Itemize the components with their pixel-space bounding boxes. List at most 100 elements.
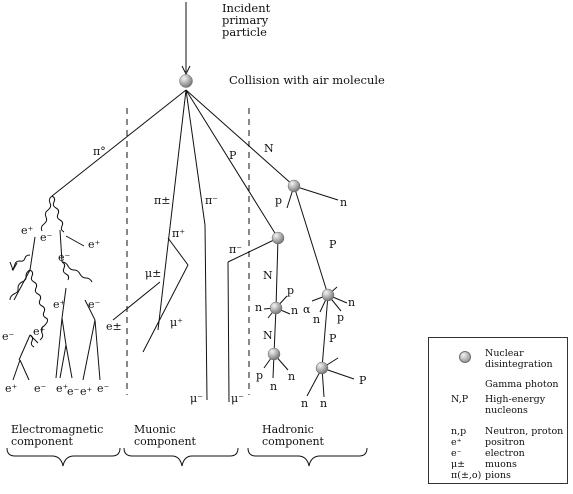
legend-muon-symbol: μ± — [451, 459, 466, 470]
mu-pm-label: μ± — [145, 267, 162, 280]
muonic-title: Muonic — [134, 423, 176, 436]
gamma-arrow-tip — [9, 261, 18, 272]
electromagnetic-title: Electromagnetic — [11, 423, 104, 436]
em-track — [61, 317, 67, 346]
P-label-3: P — [329, 332, 337, 345]
alpha-label: α — [303, 303, 311, 316]
em-track — [94, 319, 101, 381]
em-track — [19, 359, 30, 381]
em-track — [59, 229, 63, 263]
gamma-photon — [29, 334, 35, 348]
gamma-photon — [40, 195, 53, 232]
P-label-2: P — [329, 238, 337, 251]
em-track — [65, 235, 85, 247]
brace-hadronic — [247, 447, 368, 467]
em-track — [84, 299, 96, 321]
nuclear-disintegration — [269, 301, 283, 315]
proton-P-track — [185, 89, 279, 239]
pi-plus-track — [167, 237, 189, 266]
incident-arrowhead — [181, 65, 191, 76]
pi-pm-label: π± — [154, 194, 171, 207]
legend-pion-symbol: π(±,o) — [451, 470, 482, 481]
em-track — [13, 269, 31, 301]
e-minus-label-3: e⁻ — [88, 298, 101, 311]
incident-label-2: primary — [222, 13, 269, 27]
mu-minus-label-2: μ⁻ — [231, 392, 244, 405]
P2-track — [293, 185, 329, 296]
e-plus-label-6: e⁺ — [56, 382, 69, 395]
n-label-8: n — [301, 397, 309, 410]
gamma-photon — [61, 261, 70, 281]
p-label-4: p — [256, 369, 264, 382]
e-plus-label-1: e⁺ — [21, 224, 34, 237]
p-label-2: p — [287, 284, 295, 297]
em-track — [55, 317, 63, 379]
e-plus-label-7: e⁺ — [80, 385, 93, 398]
n-label-1: n — [340, 196, 348, 209]
nuclear-disintegration — [315, 361, 329, 375]
P-label-4: P — [359, 374, 367, 387]
electromagnetic-subtitle: component — [11, 435, 73, 448]
pion-pm-track — [157, 89, 187, 331]
legend-electron-label: electron — [485, 448, 525, 459]
n-label-3: n — [291, 304, 299, 317]
legend-np-small-symbol: n,p — [451, 426, 467, 437]
N3-track — [273, 307, 277, 355]
pi-minus-hadronic — [227, 237, 279, 263]
mu-pm-decay — [112, 281, 161, 321]
nuclear-disintegration — [287, 179, 301, 193]
pi0-label: π° — [93, 145, 106, 158]
em-track — [59, 344, 67, 379]
p-label-1: p — [275, 194, 283, 207]
e-minus-label-1: e⁻ — [40, 231, 53, 244]
pi-plus-label: π⁺ — [172, 227, 186, 240]
legend-nuclear-line1: Nuclear — [485, 348, 524, 359]
legend-gamma-label: Gamma photon — [485, 379, 559, 390]
legend-np-line1: High-energy — [485, 394, 546, 405]
em-track — [82, 319, 96, 381]
legend-electron-symbol: e⁻ — [451, 448, 462, 459]
e-plus-label-3: e⁺ — [53, 298, 66, 311]
legend-nuclear-line2: disintegration — [485, 359, 553, 370]
incident-label-1: Incident — [222, 1, 271, 15]
mu-plus-track — [142, 264, 189, 353]
pi-minus-down — [227, 261, 230, 403]
e-minus-label-5: e⁻ — [34, 382, 47, 395]
e-minus-label-7: e⁻ — [97, 382, 110, 395]
legend-pion-label: pions — [485, 470, 511, 481]
e-minus-label-6: e⁻ — [67, 385, 80, 398]
gamma-photon — [11, 254, 31, 271]
legend-positron-label: positron — [485, 437, 525, 448]
n-label-7: n — [288, 370, 296, 383]
N-label-2: N — [263, 269, 273, 282]
hadronic-subtitle: component — [262, 435, 324, 448]
brace-muonic — [123, 447, 239, 467]
legend-muon-label: muons — [485, 459, 517, 470]
pion-minus-track — [185, 89, 206, 226]
legend-positron-symbol: e⁺ — [451, 437, 462, 448]
N-label: N — [264, 142, 274, 155]
legend-np-line2: nucleons — [485, 405, 528, 416]
brace-electromagnetic — [6, 447, 121, 467]
n-label-6: n — [270, 380, 278, 393]
incident-label-3: particle — [222, 25, 267, 39]
n-label-9: n — [320, 397, 328, 410]
em-track — [61, 287, 67, 319]
e-minus-label-4: e⁻ — [2, 330, 15, 343]
p-label-3: p — [337, 311, 345, 324]
em-track — [18, 334, 31, 361]
n-from-n1 — [293, 185, 339, 201]
em-track — [29, 236, 36, 271]
collision-label: Collision with air molecule — [229, 73, 385, 87]
e-plus-label-4: e⁺ — [33, 325, 46, 338]
muonic-subtitle: component — [134, 435, 196, 448]
nuclear-disintegration — [271, 231, 285, 245]
pi-minus-label: π⁻ — [205, 194, 219, 207]
hadronic-title: Hadronic — [262, 423, 314, 436]
legend-np-small-label: Neutron, proton — [485, 426, 564, 437]
legend-np-symbol: N,P — [451, 394, 469, 405]
gamma-photon — [51, 195, 65, 233]
mu-plus-label: μ⁺ — [170, 316, 183, 329]
